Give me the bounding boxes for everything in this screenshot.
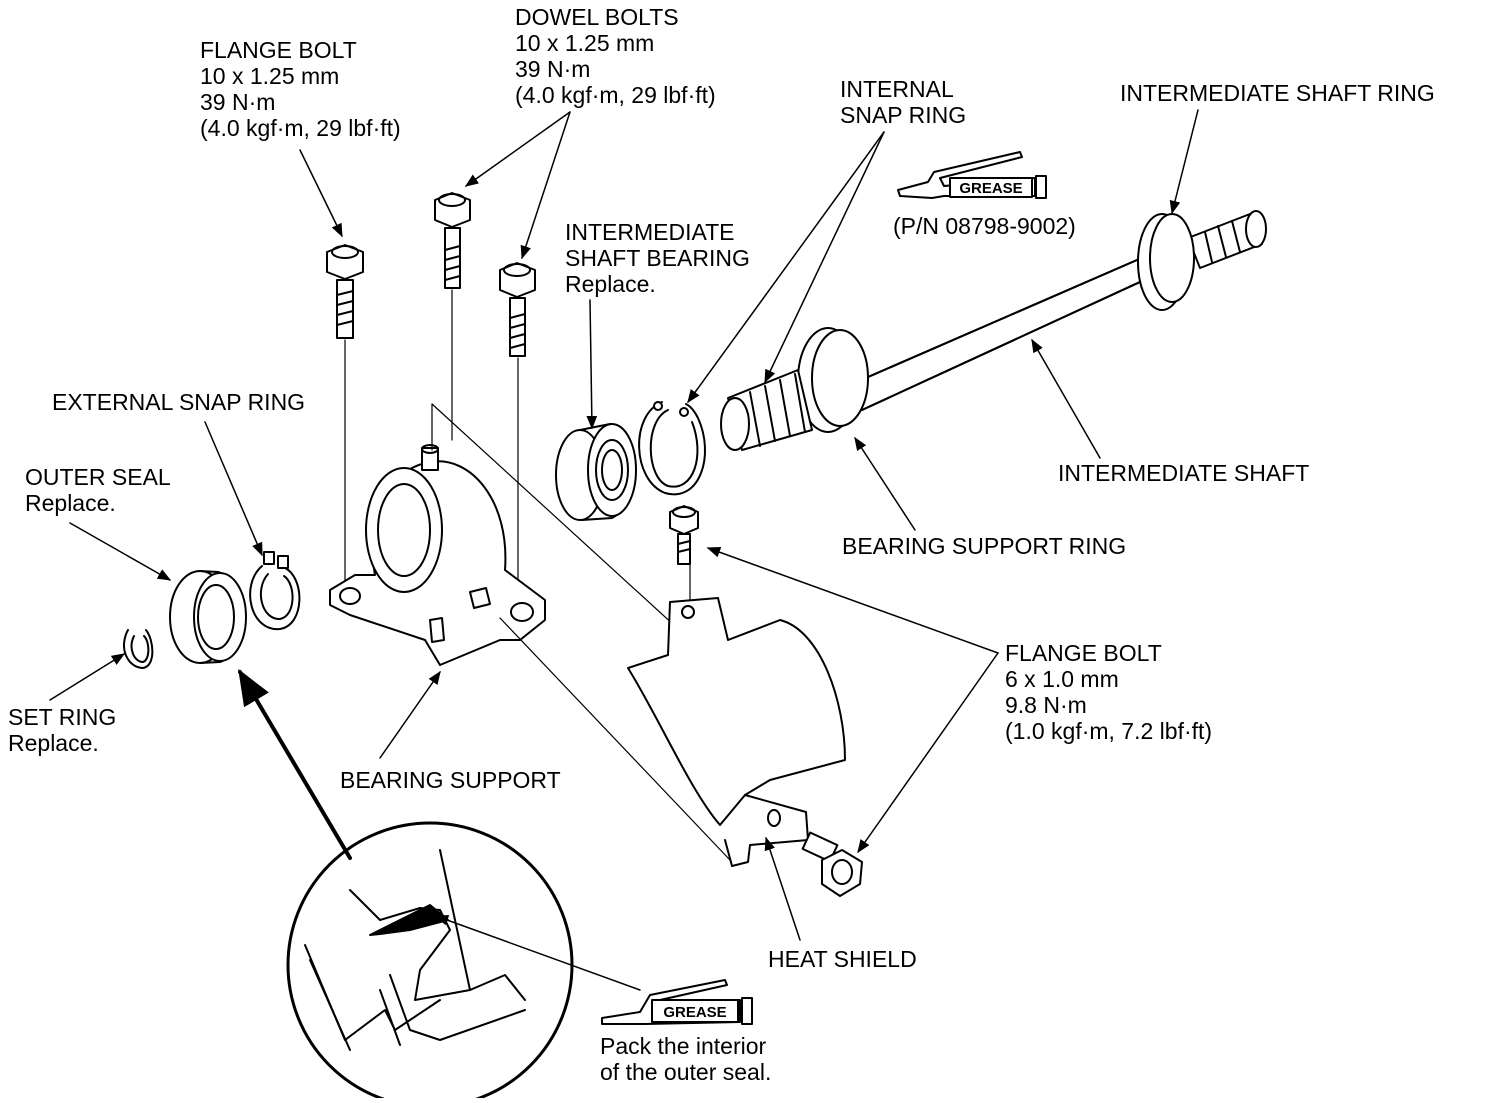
label-external-snap-ring: EXTERNAL SNAP RING bbox=[52, 389, 306, 415]
label-outer-seal: OUTER SEAL Replace. bbox=[25, 464, 171, 516]
seal-detail-circle bbox=[286, 821, 574, 1103]
external-snap-ring bbox=[249, 551, 301, 631]
internal-snap-ring bbox=[638, 401, 706, 496]
label-bearing-support-ring: BEARING SUPPORT RING bbox=[842, 533, 1127, 559]
label-intermediate-shaft-bearing: INTERMEDIATE SHAFT BEARING Replace. bbox=[565, 219, 750, 297]
label-intermediate-shaft: INTERMEDIATE SHAFT bbox=[1058, 460, 1310, 486]
intermediate-shaft bbox=[720, 210, 1267, 451]
grease-tube-label: GREASE bbox=[959, 180, 1022, 197]
label-flange-bolt-top: FLANGE BOLT 10 x 1.25 mm 39 N·m (4.0 kgf… bbox=[200, 37, 401, 141]
grease-tube-icon bbox=[601, 979, 753, 1025]
label-heat-shield: HEAT SHIELD bbox=[768, 946, 917, 972]
label-grease-part-number: (P/N 08798-9002) bbox=[893, 213, 1076, 239]
detail-arrow bbox=[238, 668, 352, 860]
outer-seal bbox=[169, 570, 247, 664]
label-set-ring: SET RING Replace. bbox=[8, 704, 117, 756]
grease-tube-icon bbox=[897, 151, 1047, 199]
label-internal-snap-ring: INTERNAL SNAP RING bbox=[840, 76, 967, 128]
label-pack-note: Pack the interior of the outer seal. bbox=[600, 1033, 772, 1085]
set-ring bbox=[123, 629, 154, 669]
flange-bolt-small-lower bbox=[801, 831, 863, 897]
intermediate-shaft-bearing bbox=[555, 423, 637, 521]
label-flange-bolt-small: FLANGE BOLT 6 x 1.0 mm 9.8 N·m (1.0 kgf·… bbox=[1005, 640, 1213, 744]
heat-shield bbox=[627, 564, 846, 867]
flange-bolt-small-upper bbox=[669, 505, 699, 565]
leader-lines bbox=[49, 109, 1199, 991]
flange-bolt-top bbox=[326, 244, 364, 581]
label-intermediate-shaft-ring: INTERMEDIATE SHAFT RING bbox=[1120, 80, 1435, 106]
grease-tube-label: GREASE bbox=[663, 1004, 726, 1021]
label-bearing-support: BEARING SUPPORT bbox=[340, 767, 561, 793]
dowel-bolt-left bbox=[434, 192, 471, 441]
bearing-support bbox=[329, 403, 746, 861]
label-dowel-bolts: DOWEL BOLTS 10 x 1.25 mm 39 N·m (4.0 kgf… bbox=[515, 4, 716, 108]
dowel-bolt-right bbox=[499, 262, 536, 601]
